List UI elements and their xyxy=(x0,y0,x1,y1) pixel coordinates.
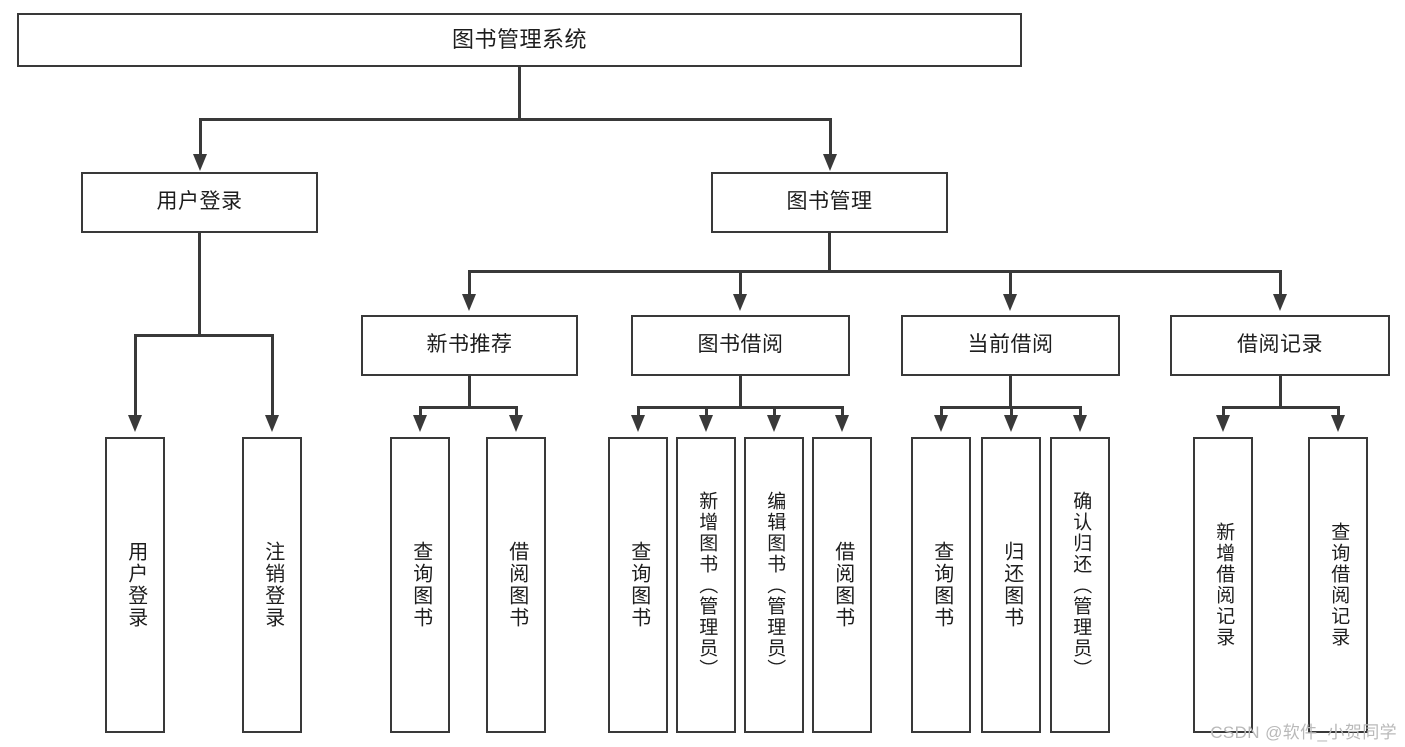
connector-root-stem xyxy=(518,67,521,120)
leaf-label: 借阅图书 xyxy=(505,541,528,629)
node-book-management[interactable]: 图书管理 xyxy=(711,172,948,233)
connector-drop xyxy=(271,334,274,419)
connector-drop xyxy=(1222,406,1225,419)
leaf-label: 确认归还（管理员） xyxy=(1070,490,1092,680)
node-label: 新书推荐 xyxy=(426,333,513,357)
connector-to-book-mgmt xyxy=(829,118,832,158)
node-label: 当前借阅 xyxy=(967,333,1054,357)
connector-level3-bus xyxy=(468,270,1280,273)
leaf-label: 用户登录 xyxy=(124,541,147,629)
connector-drop xyxy=(1010,406,1013,419)
connector-bus xyxy=(419,406,517,409)
leaf-label: 编辑图书（管理员） xyxy=(764,490,786,680)
arrowhead-icon xyxy=(1331,415,1345,432)
connector-user-login-stem xyxy=(198,233,201,336)
arrowhead-icon xyxy=(1216,415,1230,432)
leaf-return-book[interactable]: 归还图书 xyxy=(981,437,1041,733)
node-label: 图书借阅 xyxy=(697,333,784,357)
node-label: 借阅记录 xyxy=(1237,333,1323,357)
arrowhead-icon xyxy=(413,415,427,432)
connector-bus xyxy=(1222,406,1339,409)
arrowhead-icon xyxy=(193,154,207,171)
connector-drop xyxy=(1079,406,1082,419)
leaf-user-login[interactable]: 用户登录 xyxy=(105,437,165,733)
connector-stem xyxy=(1009,376,1012,408)
connector-drop xyxy=(739,270,742,298)
connector-drop xyxy=(1279,270,1282,298)
leaf-label: 查询借阅记录 xyxy=(1328,522,1350,648)
node-book-borrow[interactable]: 图书借阅 xyxy=(631,315,850,376)
leaf-label: 新增借阅记录 xyxy=(1213,522,1235,648)
node-user-login[interactable]: 用户登录 xyxy=(81,172,318,233)
node-label: 图书管理 xyxy=(786,190,873,214)
leaf-label: 新增图书（管理员） xyxy=(696,490,718,680)
arrowhead-icon xyxy=(462,294,476,311)
connector-drop xyxy=(637,406,640,419)
arrowhead-icon xyxy=(509,415,523,432)
connector-drop xyxy=(1337,406,1340,419)
arrowhead-icon xyxy=(128,415,142,432)
leaf-label: 借阅图书 xyxy=(831,541,854,629)
leaf-label: 归还图书 xyxy=(1000,541,1023,629)
connector-level2-bus xyxy=(199,118,832,121)
arrowhead-icon xyxy=(1073,415,1087,432)
connector-bus xyxy=(637,406,843,409)
connector-drop xyxy=(419,406,422,419)
connector-user-login-bus xyxy=(134,334,273,337)
leaf-label: 注销登录 xyxy=(261,541,284,629)
connector-drop xyxy=(1009,270,1012,298)
leaf-edit-book-admin[interactable]: 编辑图书（管理员） xyxy=(744,437,804,733)
connector-drop xyxy=(515,406,518,419)
node-current-borrow[interactable]: 当前借阅 xyxy=(901,315,1120,376)
leaf-query-book-current[interactable]: 查询图书 xyxy=(911,437,971,733)
leaf-confirm-return-admin[interactable]: 确认归还（管理员） xyxy=(1050,437,1110,733)
node-root-system[interactable]: 图书管理系统 xyxy=(17,13,1022,67)
arrowhead-icon xyxy=(767,415,781,432)
leaf-query-book-recommend[interactable]: 查询图书 xyxy=(390,437,450,733)
arrowhead-icon xyxy=(631,415,645,432)
arrowhead-icon xyxy=(265,415,279,432)
arrowhead-icon xyxy=(1273,294,1287,311)
node-borrow-records[interactable]: 借阅记录 xyxy=(1170,315,1390,376)
leaf-label: 查询图书 xyxy=(409,541,432,629)
connector-drop xyxy=(940,406,943,419)
leaf-logout[interactable]: 注销登录 xyxy=(242,437,302,733)
arrowhead-icon xyxy=(835,415,849,432)
connector-to-user-login xyxy=(199,118,202,158)
leaf-add-book-admin[interactable]: 新增图书（管理员） xyxy=(676,437,736,733)
connector-drop xyxy=(773,406,776,419)
connector-drop xyxy=(841,406,844,419)
connector-stem xyxy=(468,376,471,408)
connector-book-mgmt-stem xyxy=(828,233,831,272)
node-new-book-recommend[interactable]: 新书推荐 xyxy=(361,315,578,376)
leaf-query-book-borrow[interactable]: 查询图书 xyxy=(608,437,668,733)
arrowhead-icon xyxy=(934,415,948,432)
arrowhead-icon xyxy=(1004,415,1018,432)
connector-drop xyxy=(134,334,137,419)
connector-stem xyxy=(1279,376,1282,408)
leaf-add-borrow-record[interactable]: 新增借阅记录 xyxy=(1193,437,1253,733)
leaf-query-borrow-record[interactable]: 查询借阅记录 xyxy=(1308,437,1368,733)
csdn-watermark: CSDN @软件_小贺同学 xyxy=(1210,723,1397,742)
node-label: 用户登录 xyxy=(156,190,243,214)
arrowhead-icon xyxy=(733,294,747,311)
arrowhead-icon xyxy=(1003,294,1017,311)
connector-stem xyxy=(739,376,742,408)
connector-drop xyxy=(468,270,471,298)
connector-drop xyxy=(705,406,708,419)
arrowhead-icon xyxy=(699,415,713,432)
node-label: 图书管理系统 xyxy=(451,27,587,53)
arrowhead-icon xyxy=(823,154,837,171)
leaf-borrow-book-recommend[interactable]: 借阅图书 xyxy=(486,437,546,733)
leaf-borrow-book[interactable]: 借阅图书 xyxy=(812,437,872,733)
leaf-label: 查询图书 xyxy=(930,541,953,629)
leaf-label: 查询图书 xyxy=(627,541,650,629)
